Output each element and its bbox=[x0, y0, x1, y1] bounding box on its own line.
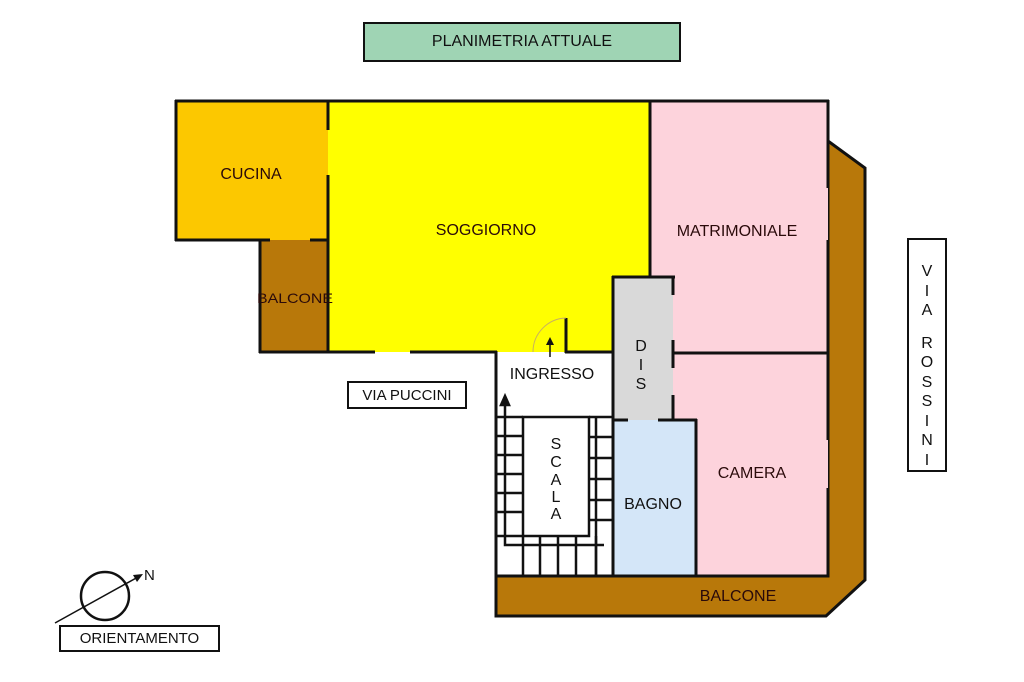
street-letter: N bbox=[921, 432, 933, 449]
svg-text:S: S bbox=[636, 376, 647, 393]
orientation-label: ORIENTAMENTO bbox=[59, 625, 220, 652]
compass-circle bbox=[79, 570, 131, 622]
street-letter: R bbox=[921, 334, 933, 352]
label-camera: CAMERA bbox=[718, 465, 787, 482]
street-letter: V bbox=[921, 263, 933, 280]
label-balcone-bottom: BALCONE bbox=[700, 588, 776, 605]
north-arrow-icon bbox=[54, 576, 139, 624]
label-cucina: CUCINA bbox=[220, 166, 282, 183]
street-label-via-rossini: V I A R O S S I N I bbox=[907, 238, 947, 472]
svg-text:C: C bbox=[550, 454, 562, 471]
street-letter: I bbox=[924, 451, 930, 469]
street-letter: S bbox=[921, 373, 933, 391]
svg-text:L: L bbox=[552, 489, 561, 506]
label-scala: S C A L A bbox=[550, 436, 562, 523]
street-letter: I bbox=[924, 412, 930, 430]
stairs bbox=[496, 392, 613, 576]
svg-text:A: A bbox=[551, 472, 562, 489]
balcony-left bbox=[260, 240, 328, 352]
plan-title: PLANIMETRIA ATTUALE bbox=[363, 22, 681, 62]
label-bagno: BAGNO bbox=[624, 496, 682, 513]
label-ingresso: INGRESSO bbox=[510, 366, 594, 383]
compass-north-label: N bbox=[144, 567, 155, 584]
svg-text:D: D bbox=[635, 338, 647, 355]
label-soggiorno: SOGGIORNO bbox=[436, 222, 536, 239]
label-disimpegno: D I S bbox=[635, 338, 647, 393]
svg-text:S: S bbox=[551, 436, 562, 453]
label-balcone-left: BALCONE bbox=[257, 290, 333, 306]
street-letter: S bbox=[921, 393, 933, 410]
street-label-via-puccini: VIA PUCCINI bbox=[347, 381, 467, 409]
label-matrimoniale: MATRIMONIALE bbox=[677, 223, 798, 240]
room-soggiorno bbox=[328, 101, 650, 352]
room-cucina bbox=[176, 101, 328, 240]
street-letter: A bbox=[921, 302, 933, 319]
room-disimpegno bbox=[613, 277, 673, 420]
svg-text:I: I bbox=[639, 357, 643, 374]
street-letter: I bbox=[924, 282, 930, 300]
street-letter: O bbox=[920, 354, 934, 371]
svg-text:A: A bbox=[551, 506, 562, 523]
compass: N bbox=[54, 567, 155, 624]
room-bagno bbox=[613, 420, 696, 576]
entrance-door bbox=[532, 317, 567, 357]
room-camera bbox=[673, 353, 828, 576]
walls bbox=[174, 99, 830, 578]
room-matrimoniale bbox=[650, 101, 828, 353]
